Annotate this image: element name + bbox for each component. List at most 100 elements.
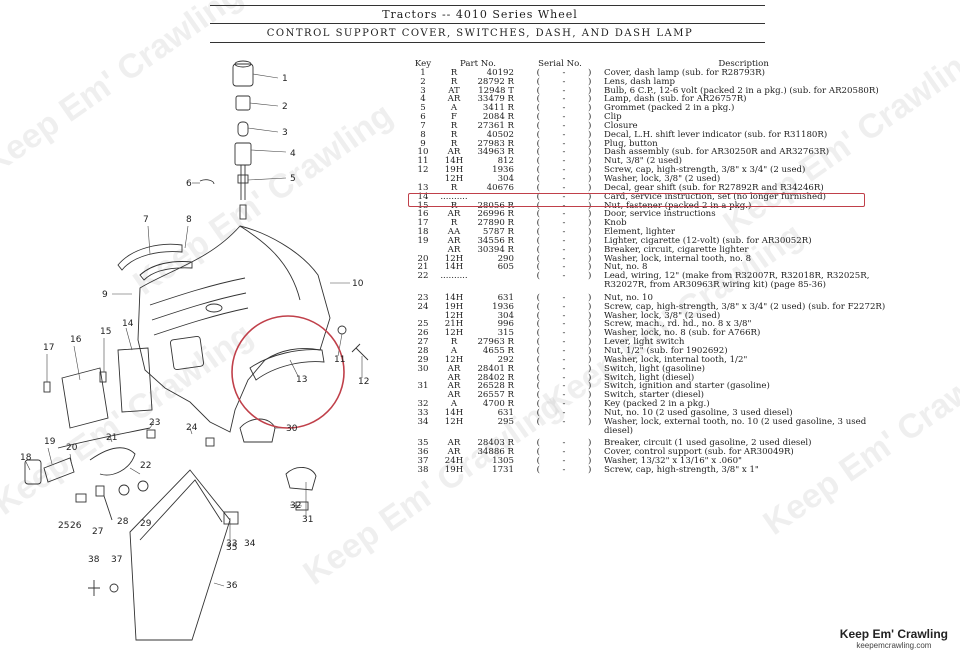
- row-key: 6: [420, 112, 426, 123]
- callout-6: 6: [186, 179, 192, 189]
- row-part-prefix: 12H: [444, 416, 464, 427]
- row-key: 26: [417, 328, 429, 339]
- row-part-prefix: A: [450, 346, 458, 356]
- row-paren-close: ): [588, 447, 592, 458]
- callout-10: 10: [352, 279, 364, 289]
- row-part-number: 30394 R: [477, 244, 514, 255]
- row-paren-open: (: [536, 129, 540, 140]
- row-part-number: 28402 R: [477, 372, 514, 383]
- row-part-number: 12948 T: [478, 85, 514, 96]
- callout-38: 38: [88, 555, 100, 565]
- row-description: Nut, 3/8" (2 used): [604, 156, 682, 167]
- row-part-prefix: R: [450, 218, 458, 229]
- row-paren-open: (: [536, 328, 540, 339]
- row-key: 21: [417, 262, 429, 273]
- row-key: [408, 427, 438, 436]
- row-part-number: 290: [497, 253, 514, 264]
- callout-23: 23: [149, 418, 160, 428]
- row-paren-open: (: [536, 407, 540, 418]
- row-part-prefix: 14H: [444, 407, 464, 418]
- callout-29: 29: [140, 519, 152, 529]
- row-description: Grommet (packed 2 in a pkg.): [604, 103, 735, 114]
- callout-4: 4: [290, 149, 296, 159]
- row-serial: -: [562, 129, 566, 140]
- callout-7: 7: [143, 215, 149, 225]
- row-paren-open: (: [536, 292, 540, 303]
- callout-24: 24: [186, 423, 198, 433]
- row-description: Cover, control support (sub. for AR30049…: [604, 447, 794, 458]
- row-part-prefix: R: [450, 337, 458, 348]
- row-paren-close: ): [588, 112, 592, 123]
- row-part-number: 1936: [492, 301, 514, 312]
- row-part-prefix: A: [450, 103, 458, 114]
- row-key: 33: [417, 407, 429, 418]
- row-paren-close: [588, 281, 602, 290]
- row-description: Clip: [604, 112, 622, 123]
- row-description: Switch, light (gasoline): [604, 363, 706, 374]
- row-paren-open: (: [536, 399, 540, 410]
- row-part-number: 996: [497, 319, 514, 330]
- row-key: 1: [420, 67, 426, 78]
- row-paren-open: (: [536, 165, 540, 176]
- column-header-description: Description: [718, 59, 769, 69]
- row-part-prefix: 24H: [444, 456, 464, 467]
- row-description: Breaker, circuit (1 used gasoline, 2 use…: [604, 438, 812, 449]
- row-paren-open: (: [536, 94, 540, 105]
- row-paren-close: ): [588, 310, 592, 321]
- nut-11: [337, 325, 347, 335]
- row-description: Lamp, dash (sub. for AR26757R): [604, 94, 747, 105]
- ignition-switch: [285, 467, 317, 491]
- callout-26: 26: [70, 521, 82, 531]
- row-description: Washer, lock, external tooth, no. 10 (2 …: [604, 416, 867, 427]
- row-key: 20: [417, 253, 429, 264]
- row-part-number: 40192: [486, 67, 514, 78]
- row-paren-open: (: [536, 112, 540, 123]
- row-paren-open: [518, 281, 540, 290]
- row-serial: -: [562, 381, 566, 392]
- row-serial: -: [562, 200, 566, 211]
- callout-15: 15: [100, 327, 111, 337]
- row-paren-close: ): [588, 328, 592, 339]
- row-serial: -: [562, 319, 566, 330]
- row-paren-close: ): [588, 218, 592, 229]
- row-description: Screw, cap, high-strength, 3/8" x 3/4" (…: [604, 301, 886, 312]
- row-serial: -: [562, 390, 566, 401]
- service-door: [61, 367, 109, 429]
- callout-32: 32: [290, 501, 301, 511]
- callout-18: 18: [20, 453, 32, 463]
- row-paren-close: ): [588, 173, 592, 184]
- row-paren-close: ): [588, 271, 592, 282]
- row-paren-close: ): [588, 416, 592, 427]
- row-paren-close: ): [588, 227, 592, 238]
- row-serial: -: [562, 191, 566, 202]
- row-key: 32: [417, 399, 429, 410]
- row-paren-open: (: [536, 209, 540, 220]
- row-paren-open: (: [536, 173, 540, 184]
- row-highlight-box: [408, 193, 865, 207]
- row-paren-close: ): [588, 438, 592, 449]
- row-paren-open: (: [536, 390, 540, 401]
- callout-21: 21: [106, 433, 117, 443]
- row-paren-open: (: [536, 156, 540, 167]
- bolt-38: [88, 580, 100, 596]
- row-paren-open: (: [536, 120, 540, 131]
- row-description: Washer, lock, 3/8" (2 used): [604, 173, 721, 184]
- row-description: Key (packed 2 in a pkg.): [604, 399, 710, 410]
- row-part-number: 27361 R: [477, 120, 514, 131]
- row-paren-close: ): [588, 407, 592, 418]
- row-part-prefix: 14H: [444, 292, 464, 303]
- row-paren-open: (: [536, 346, 540, 356]
